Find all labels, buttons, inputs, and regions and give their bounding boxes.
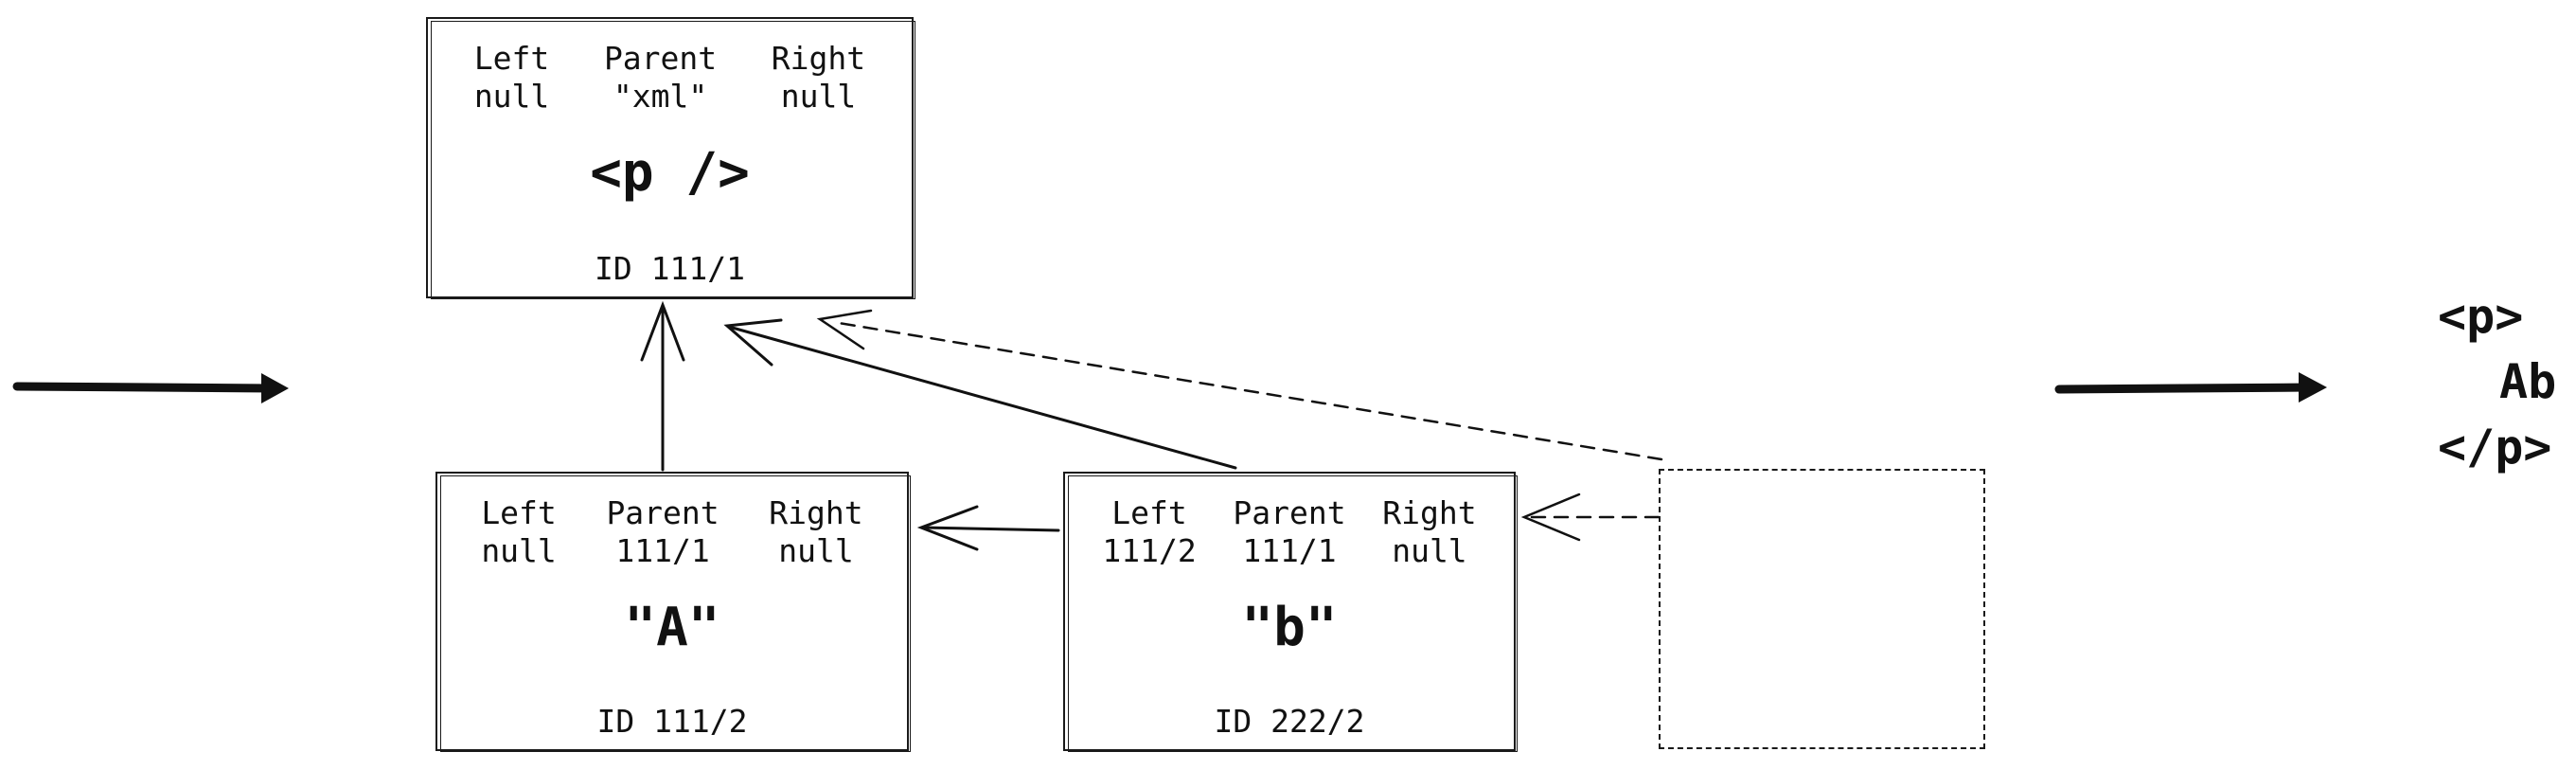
placeholder-left-arrow	[1520, 492, 1661, 542]
parent-value: "xml"	[613, 78, 708, 115]
output-close-tag: </p>	[2438, 420, 2552, 475]
placeholder-parent-arrow	[816, 309, 1663, 461]
node-content: <p />	[590, 142, 750, 204]
parent-label: Parent	[603, 40, 718, 77]
left-value: null	[473, 78, 550, 115]
left-arrow-b	[916, 505, 1060, 551]
right-field: Right null	[772, 40, 865, 116]
output-text: Ab	[2499, 354, 2557, 409]
parent-value: 111/1	[615, 532, 710, 569]
parent-label: Parent	[1233, 494, 1346, 531]
node-fields: Left null Parent 111/1 Right null	[437, 494, 907, 570]
node-id: ID 222/2	[1214, 703, 1365, 740]
output-arrow	[2054, 372, 2327, 403]
right-value: null	[780, 78, 857, 115]
left-field: Left null	[474, 40, 549, 116]
node-root: Left null Parent "xml" Right null <p /> …	[426, 17, 915, 299]
parent-field: Parent 111/1	[1233, 494, 1345, 570]
left-field: Left 111/2	[1102, 494, 1196, 570]
right-field: Right null	[769, 494, 862, 570]
placeholder-node	[1659, 469, 1985, 749]
parent-arrow-b	[723, 318, 1237, 470]
node-content: "A"	[624, 597, 720, 658]
right-field: Right null	[1382, 494, 1476, 570]
node-a: Left null Parent 111/1 Right null "A" ID…	[435, 472, 911, 752]
right-value: null	[1392, 532, 1467, 569]
left-value: 111/2	[1102, 532, 1197, 569]
left-field: Left null	[481, 494, 556, 570]
parent-label: Parent	[606, 494, 720, 531]
output-open-tag: <p>	[2438, 289, 2524, 344]
node-content: "b"	[1241, 597, 1338, 658]
left-value: null	[481, 532, 557, 569]
node-fields: Left null Parent "xml" Right null	[428, 40, 912, 116]
node-b: Left 111/2 Parent 111/1 Right null "b" I…	[1063, 472, 1518, 752]
parent-arrow-a	[640, 300, 685, 472]
input-arrow	[12, 373, 289, 403]
right-label: Right	[771, 40, 866, 77]
left-label: Left	[473, 40, 550, 77]
node-fields: Left 111/2 Parent 111/1 Right null	[1065, 494, 1514, 570]
node-id: ID 111/1	[595, 250, 745, 287]
left-label: Left	[1111, 494, 1187, 531]
node-id: ID 111/2	[596, 703, 748, 740]
parent-field: Parent "xml"	[604, 40, 717, 116]
rendered-output: <p> Ab </p>	[2438, 284, 2556, 480]
right-value: null	[778, 532, 854, 569]
parent-value: 111/1	[1242, 532, 1337, 569]
left-label: Left	[481, 494, 557, 531]
right-label: Right	[769, 494, 863, 531]
right-label: Right	[1382, 494, 1477, 531]
parent-field: Parent 111/1	[606, 494, 719, 570]
